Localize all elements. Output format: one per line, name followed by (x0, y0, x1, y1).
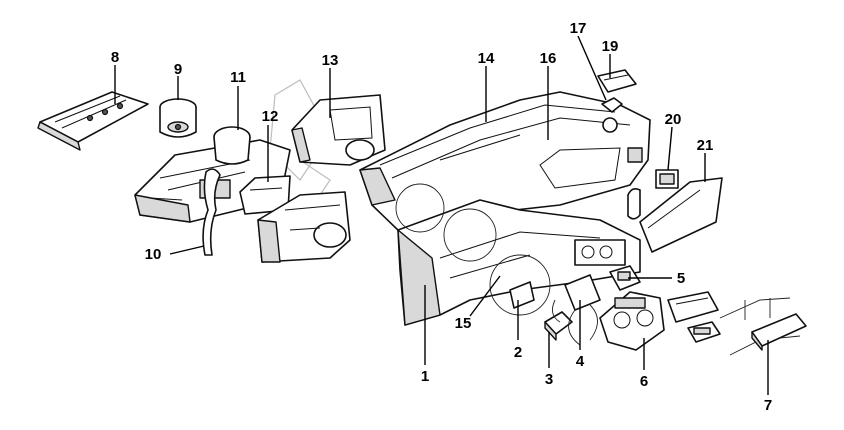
callout-21: 21 (697, 137, 714, 154)
callout-19: 19 (602, 38, 619, 55)
part-9-blower-motor (159, 98, 197, 138)
part-17-knob (601, 97, 623, 113)
part-13-upper-duct (291, 94, 386, 166)
callout-2: 2 (514, 344, 522, 361)
part-1-lower-dash (395, 183, 641, 326)
part-5-switch (609, 265, 641, 291)
callout-12: 12 (262, 108, 279, 125)
callout-7: 7 (764, 397, 772, 414)
callout-6: 6 (640, 373, 648, 390)
callout-9: 9 (174, 61, 182, 78)
part-lower-duct-assembly (257, 191, 351, 263)
part-2-bracket (509, 281, 535, 309)
callout-14: 14 (478, 50, 495, 67)
callout-labels: 1 2 3 4 5 6 7 8 9 10 11 12 13 14 15 16 1… (111, 20, 772, 414)
callout-11: 11 (230, 69, 246, 86)
callout-5: 5 (677, 270, 685, 287)
callout-16: 16 (540, 50, 557, 67)
callout-10: 10 (145, 246, 162, 263)
part-10-hose (202, 168, 221, 256)
callout-8: 8 (111, 49, 119, 66)
callout-13: 13 (322, 52, 339, 69)
part-6-instrument-cluster (599, 291, 665, 351)
part-8-tray (37, 91, 149, 151)
callout-15: 15 (455, 315, 472, 332)
part-19-block (597, 69, 637, 93)
part-21-glove-box (627, 177, 723, 253)
part-3-connector (544, 311, 573, 341)
part-relay-module (667, 291, 719, 323)
part-small-plug (687, 321, 721, 343)
part-4-switch-cluster (551, 274, 601, 346)
leader-lines (114, 35, 769, 395)
callout-4: 4 (576, 353, 585, 370)
callout-17: 17 (570, 20, 587, 37)
callout-1: 1 (421, 368, 429, 385)
callout-20: 20 (665, 111, 682, 128)
part-7-console (719, 297, 807, 356)
part-12-core-box (239, 175, 291, 215)
callout-3: 3 (545, 371, 553, 388)
part-20-switch (655, 169, 679, 189)
